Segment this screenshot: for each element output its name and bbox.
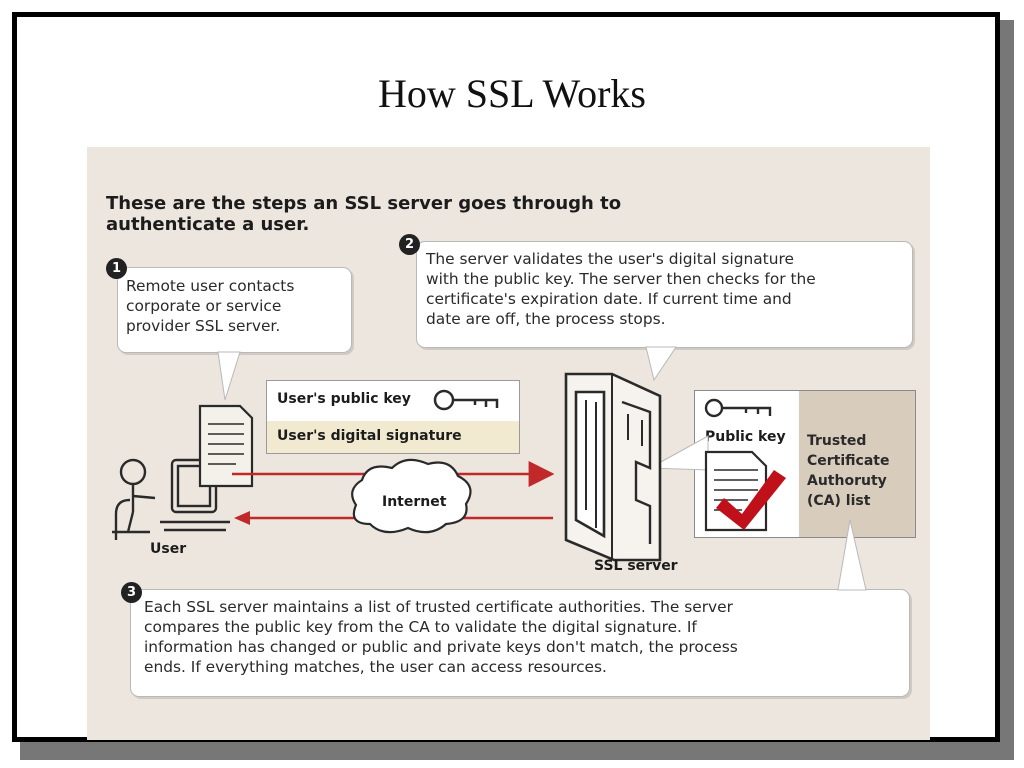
step-1-badge: 1 <box>106 258 127 279</box>
step-1-pointer <box>217 351 241 401</box>
callout-pointers <box>217 346 867 591</box>
ca-public-key-label: Public key <box>705 429 786 445</box>
user-public-key-label: User's public key <box>277 391 411 407</box>
internet-label: Internet <box>382 494 447 510</box>
step-3-callout: Each SSL server maintains a list of trus… <box>130 589 910 697</box>
public-key-row: User's public key <box>267 381 519 421</box>
document-icon <box>198 404 254 488</box>
cloud-icon <box>351 458 472 534</box>
user-computer-icon <box>112 458 230 540</box>
slide-title: How SSL Works <box>378 71 646 116</box>
server-icon <box>564 372 662 562</box>
ca-list-panel: Trusted Certificate Authoruty (CA) list <box>799 391 915 537</box>
key-icon <box>433 389 499 411</box>
diagram-heading: These are the steps an SSL server goes t… <box>106 193 622 235</box>
step-3-badge: 3 <box>121 582 142 603</box>
step-3-pointer <box>837 519 867 591</box>
user-credentials-box: User's public key User's digital signatu… <box>266 380 520 454</box>
digital-signature-row: User's digital signature <box>267 421 519 453</box>
user-digital-signature-label: User's digital signature <box>277 428 462 444</box>
ca-list-label: Trusted Certificate Authoruty (CA) list <box>807 433 890 509</box>
server-to-user-arrowhead <box>234 511 250 525</box>
step-2-pointer <box>645 346 677 382</box>
step-2-badge: 2 <box>399 234 420 255</box>
ca-key-icon <box>704 398 772 418</box>
checkmark-icon <box>716 470 786 530</box>
ssl-server-label: SSL server <box>594 558 678 574</box>
user-label: User <box>150 541 187 557</box>
